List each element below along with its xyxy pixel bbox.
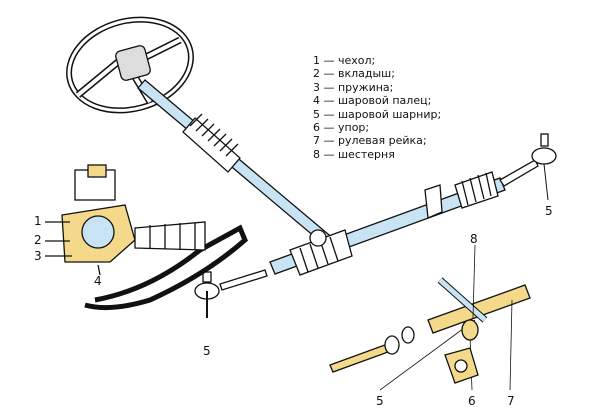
callout-4: 4 <box>94 274 102 288</box>
steering-wheel <box>66 16 194 114</box>
callout-5-right: 5 <box>545 204 553 218</box>
column-boot <box>182 113 241 173</box>
ball-joint-inset <box>45 164 248 311</box>
legend-item: 3 — пружина; <box>313 80 394 94</box>
steering-column <box>137 79 336 249</box>
legend-item: 5 — шаровой шарнир; <box>313 107 442 121</box>
rack-housing <box>269 171 506 276</box>
legend-item: 8 — шестерня <box>313 147 395 161</box>
callout-2: 2 <box>34 233 42 247</box>
legend-item: 4 — шаровой палец; <box>313 94 432 108</box>
callout-3: 3 <box>34 249 42 263</box>
callout-5-bottom: 5 <box>376 394 384 408</box>
callout-7: 7 <box>507 394 515 408</box>
legend-item: 1 — чехол; <box>313 54 376 67</box>
tie-rods <box>194 133 557 318</box>
legend-item: 7 — рулевая рейка; <box>313 134 427 148</box>
parts-legend: 1 — чехол; 2 — вкладыш; 3 — пружина; 4 —… <box>313 54 441 161</box>
callout-6: 6 <box>468 394 476 408</box>
callout-1: 1 <box>34 214 42 228</box>
callout-5-left: 5 <box>203 344 211 358</box>
legend-item: 6 — упор; <box>313 121 370 135</box>
exploded-parts <box>329 244 531 391</box>
callout-8: 8 <box>470 232 478 246</box>
legend-item: 2 — вкладыш; <box>313 67 395 81</box>
